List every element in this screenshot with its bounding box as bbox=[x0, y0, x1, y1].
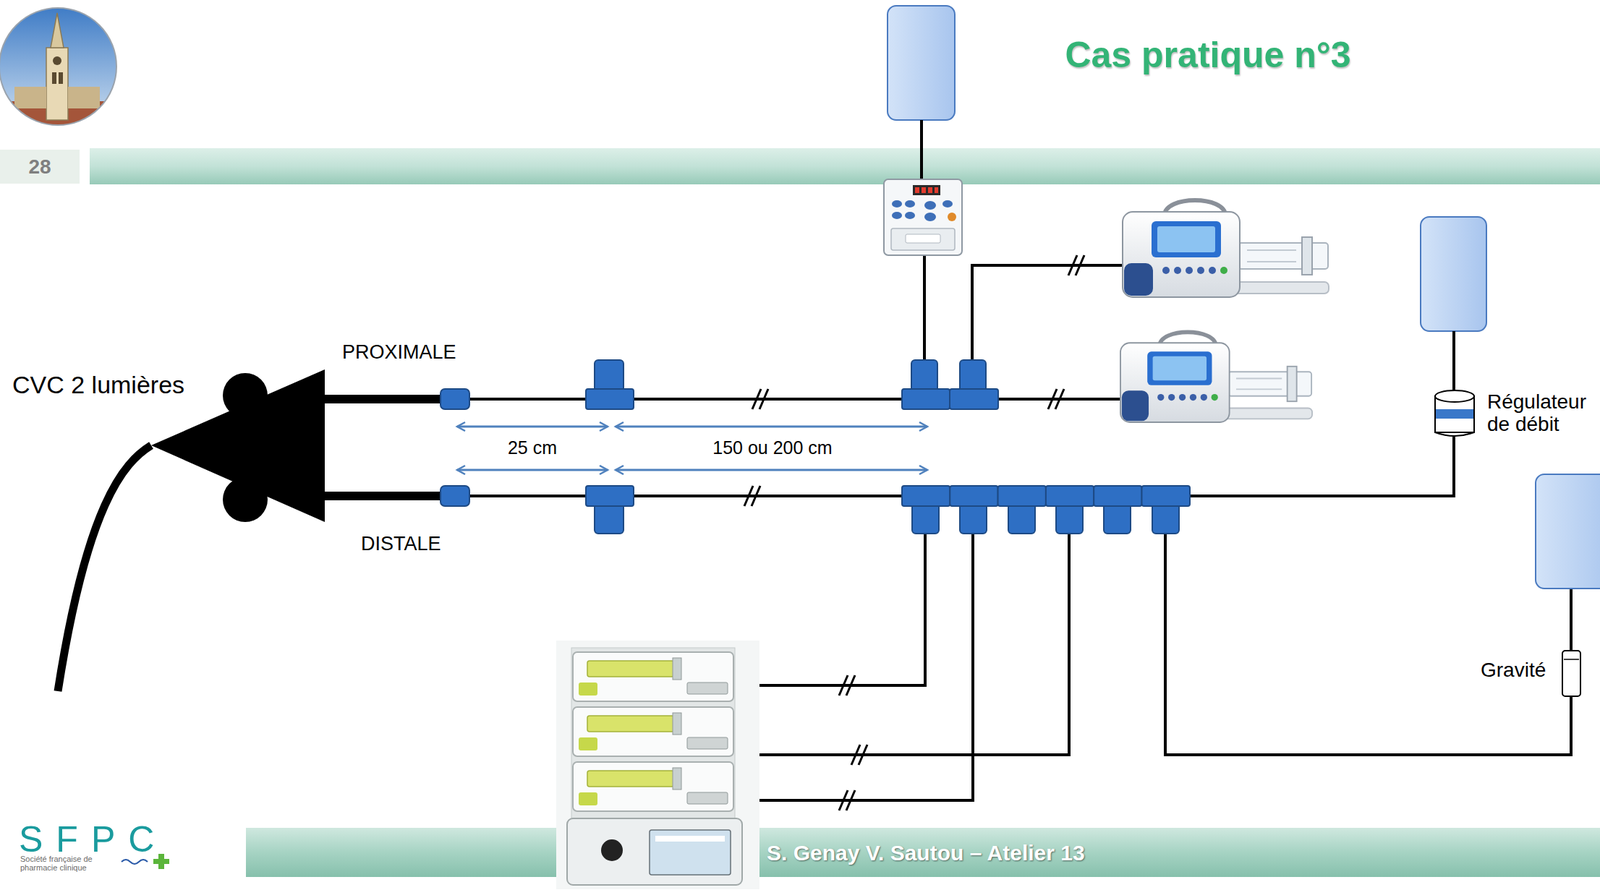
header-band bbox=[89, 148, 1600, 185]
syringe-pump-stack bbox=[556, 640, 760, 890]
node-text: CVC 2 lumières bbox=[12, 371, 185, 400]
volumetric-pump bbox=[883, 179, 963, 256]
regulator-label: Régulateur de débit bbox=[1487, 390, 1596, 437]
connector bbox=[440, 360, 1190, 534]
city-logo bbox=[0, 7, 118, 131]
lumen-label: PROXIMALE bbox=[342, 341, 457, 364]
syringe-pump bbox=[1122, 200, 1329, 298]
tubing bbox=[469, 120, 1572, 801]
infusion-bag bbox=[887, 5, 955, 121]
catheter-label: CVC 2 lumières bbox=[12, 371, 185, 400]
logo-text: SFPC bbox=[18, 821, 168, 858]
node-text: Régulateur de débit bbox=[1487, 390, 1596, 437]
dimension-label: 150 ou 200 cm bbox=[712, 437, 832, 459]
slide-title: Cas pratique n°3 bbox=[1064, 34, 1351, 77]
gravity-label: Gravité bbox=[1480, 658, 1546, 683]
break-mark bbox=[744, 255, 1085, 811]
footer-text: S. Genay V. Sautou – Atelier 13 bbox=[766, 841, 1085, 867]
syringe-pump bbox=[1120, 332, 1313, 423]
flow-regulator bbox=[1435, 390, 1475, 437]
dimension-label: 25 cm bbox=[507, 437, 557, 459]
footer-band bbox=[245, 828, 1600, 878]
infusion-bag bbox=[1535, 474, 1600, 589]
logo-subtitle: Société française de pharmacie clinique bbox=[20, 855, 108, 873]
drip-chamber bbox=[1562, 650, 1581, 697]
node-text: Gravité bbox=[1480, 658, 1546, 683]
page-number-box bbox=[0, 149, 80, 184]
infusion-bag bbox=[1420, 216, 1487, 332]
page-number: 28 bbox=[28, 155, 51, 179]
dimension-arrow bbox=[457, 426, 928, 471]
catheter bbox=[57, 369, 442, 692]
lumen-label: DISTALE bbox=[360, 533, 442, 556]
